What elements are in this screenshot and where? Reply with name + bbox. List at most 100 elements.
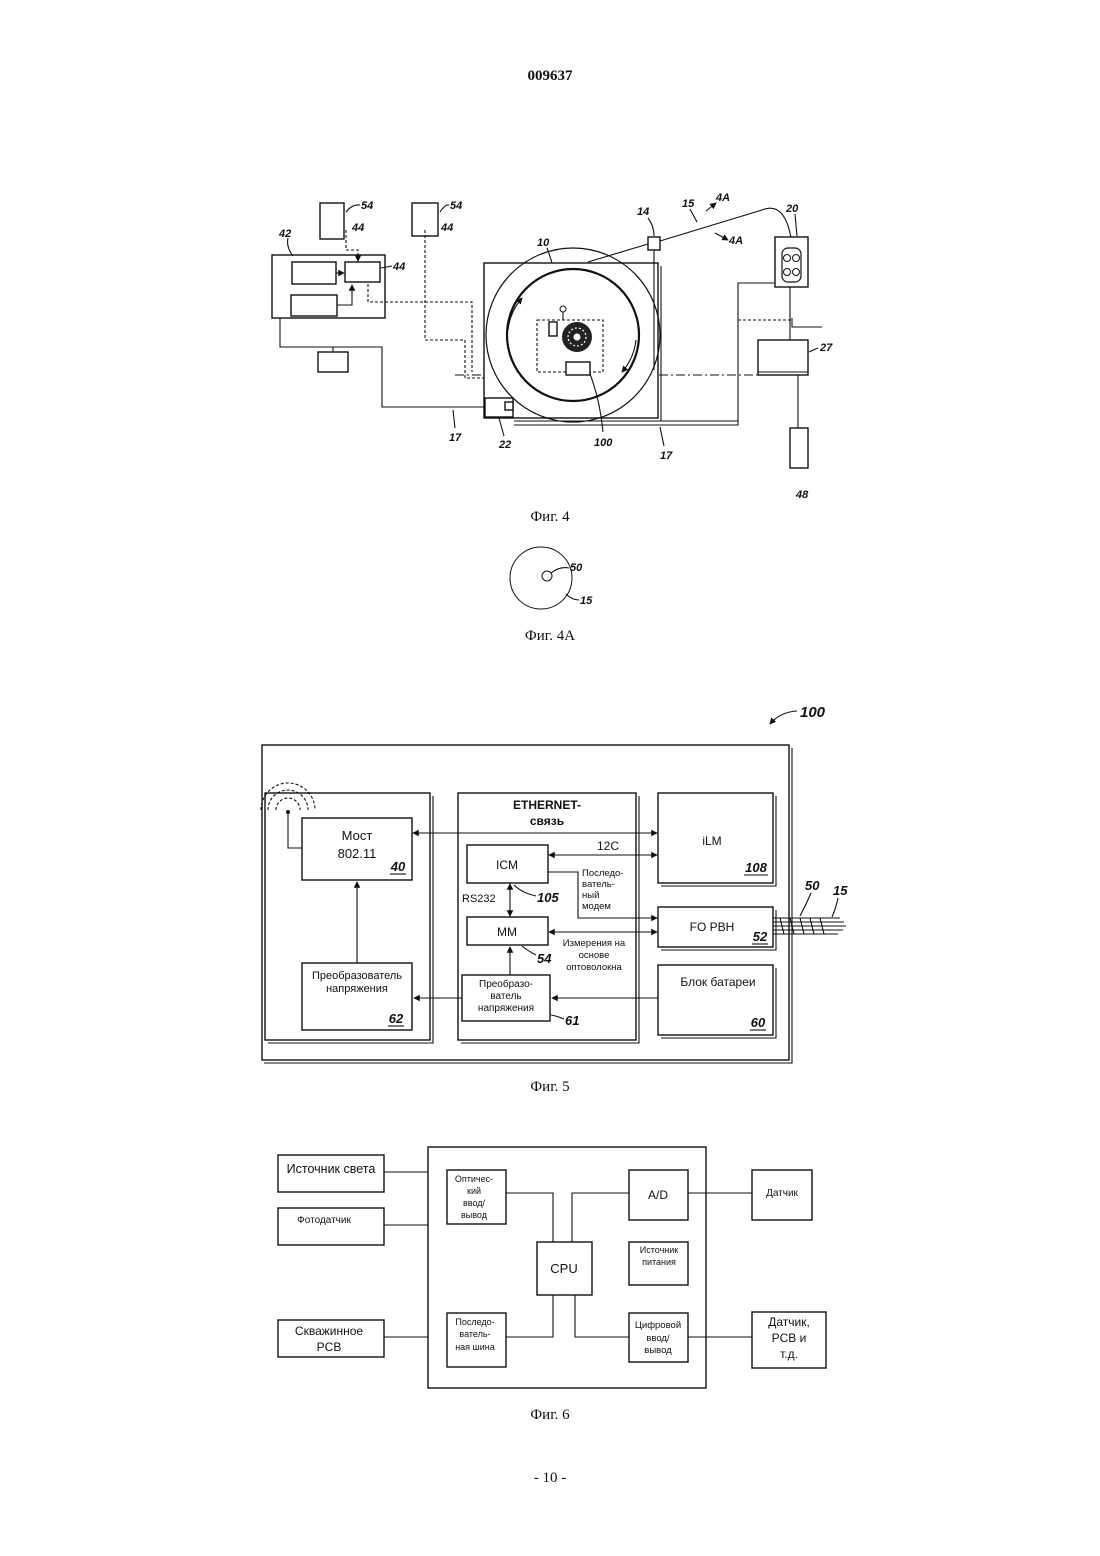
leader-line — [832, 898, 838, 917]
ref-label-17: 17 — [660, 450, 673, 462]
ref-label-44: 44 — [351, 222, 364, 234]
connector-block — [505, 402, 513, 410]
surface-unit-box-27 — [758, 340, 808, 375]
connector — [792, 318, 822, 327]
wellhead-box-20 — [775, 237, 808, 287]
digital-io-label: ввод/ — [646, 1333, 670, 1344]
ref-label-27: 27 — [819, 342, 833, 354]
sensor-pcb-label: т.д. — [780, 1347, 798, 1361]
auxiliary-box — [318, 352, 348, 372]
ref-label-44: 44 — [440, 222, 453, 234]
icm-label: ICM — [496, 858, 518, 872]
converter-label: напряжения — [326, 983, 388, 995]
leader-line — [499, 418, 504, 436]
leader-line — [795, 214, 797, 236]
cpu-label: CPU — [550, 1261, 577, 1276]
optical-io-label: ввод/ — [463, 1198, 486, 1208]
leader-line — [566, 594, 579, 600]
document-number: 009637 — [528, 68, 574, 84]
ref-label-17: 17 — [449, 432, 462, 444]
photodetector-label: Фотодатчик — [297, 1215, 351, 1226]
figure-caption: Фиг. 6 — [530, 1407, 570, 1423]
leader-line — [800, 893, 811, 916]
bridge-label: Мост — [342, 828, 373, 843]
figure-4a: 50 15 Фиг. 4A — [510, 547, 593, 644]
serial-bus-label: Последо- — [455, 1317, 494, 1327]
section-label-4a: 4A — [728, 235, 743, 247]
power-supply-label: питания — [642, 1257, 676, 1267]
downhole-pcb-label: PCB — [317, 1340, 342, 1354]
adc-label: A/D — [648, 1188, 668, 1202]
module-box — [292, 262, 336, 284]
converter-label: ватель — [490, 991, 521, 1002]
page-number: - 10 - — [534, 1470, 567, 1486]
serial-modem-label: модем — [582, 901, 611, 912]
serial-bus-label: ватель- — [459, 1329, 490, 1339]
ref-label-108: 108 — [745, 860, 767, 875]
fiber-measurement-label: оптоволокна — [566, 962, 622, 973]
optical-io-label: вывод — [461, 1210, 488, 1220]
ref-label-10: 10 — [537, 237, 550, 249]
i2c-label: 12C — [597, 839, 619, 853]
figure-5: 100 Мост 802.11 40 Преобразователь напря… — [261, 704, 848, 1095]
ref-label-15: 15 — [580, 595, 593, 607]
optical-io-label: Оптичес- — [455, 1174, 493, 1184]
ref-label-48: 48 — [795, 489, 809, 501]
ref-label-20: 20 — [785, 203, 799, 215]
module-box — [291, 295, 337, 316]
figure-caption: Фиг. 4A — [525, 628, 575, 644]
ref-label-15: 15 — [682, 198, 695, 210]
panel-title: ETHERNET- — [513, 798, 581, 812]
dashed-link — [425, 230, 484, 378]
ref-label-61: 61 — [565, 1013, 579, 1028]
fiber-measurement-label: Измерения на — [563, 938, 626, 949]
sensor-pcb-label: PCB и — [772, 1331, 807, 1345]
power-supply-label: Источник — [640, 1245, 678, 1255]
leader-line — [648, 218, 654, 236]
downhole-pcb-label: Скважинное — [295, 1324, 363, 1338]
ref-label-60: 60 — [751, 1015, 766, 1030]
ref-label-42: 42 — [278, 228, 291, 240]
ilm-label: iLM — [702, 834, 721, 848]
ref-label-54: 54 — [450, 200, 462, 212]
ref-label-40: 40 — [390, 859, 406, 874]
ref-label-100: 100 — [800, 704, 826, 721]
ref-label-100: 100 — [594, 437, 613, 449]
mm-label: MM — [497, 925, 517, 939]
figure-caption: Фиг. 4 — [530, 509, 570, 525]
ref-label-14: 14 — [637, 206, 649, 218]
sensor-pcb-label: Датчик, — [768, 1315, 810, 1329]
light-source-label: Источник света — [287, 1162, 376, 1176]
leader-line — [551, 568, 569, 573]
ref-label-105: 105 — [537, 890, 559, 905]
leader-line — [288, 238, 293, 256]
leader-line — [440, 205, 449, 212]
leader-line — [346, 205, 360, 212]
fo-pbh-label: FO PBH — [690, 920, 735, 934]
serial-bus-label: ная шина — [455, 1342, 495, 1352]
bridge-standard: 802.11 — [338, 846, 377, 861]
cable-cross-section — [510, 547, 572, 609]
converter-label: Преобразователь — [312, 970, 402, 982]
ref-label-22: 22 — [498, 439, 511, 451]
converter-label: Преобразо- — [479, 978, 533, 990]
serial-modem-label: Последо- — [582, 868, 623, 879]
cable-15 — [588, 208, 792, 262]
fiber-measurement-label: основе — [579, 950, 610, 961]
ref-label-52: 52 — [753, 929, 768, 944]
figure-4: 42 44 54 44 54 44 17 — [272, 192, 833, 525]
leader-line — [690, 209, 697, 222]
section-arrow — [715, 233, 728, 240]
serial-modem-label: ный — [582, 890, 599, 901]
section-label-4a: 4A — [715, 192, 730, 204]
section-arrow — [706, 203, 716, 211]
module-box-48 — [790, 428, 808, 468]
rs232-label: RS232 — [462, 893, 496, 905]
ref-label-50: 50 — [805, 878, 820, 893]
sheave-box-14 — [648, 237, 660, 250]
ref-label-62: 62 — [389, 1011, 404, 1026]
optical-io-label: кий — [467, 1186, 481, 1196]
fiber-cross-section — [542, 571, 552, 581]
